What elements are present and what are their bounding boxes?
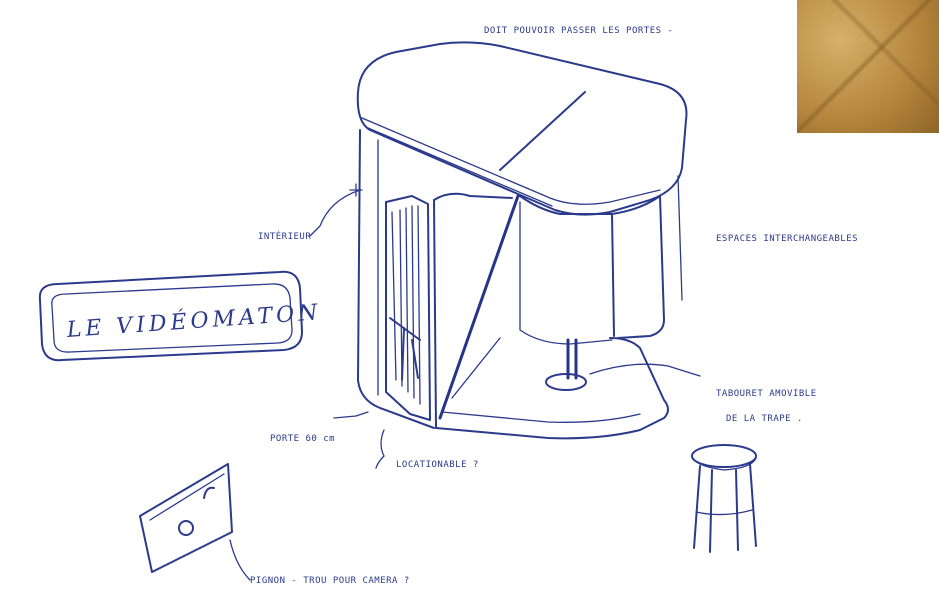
booth-body	[310, 42, 700, 468]
annotation-stool-line1: TABOURET AMOVIBLE	[716, 389, 817, 399]
annotation-stool-line2: DE LA TRAPE .	[726, 414, 803, 424]
floor-tile-photo	[797, 0, 939, 133]
annotation-left: INTÉRIEUR	[258, 232, 311, 242]
annotation-camera: PIGNON - TROU POUR CAMERA ?	[250, 576, 410, 586]
annotation-door-question: LOCATIONABLE ?	[396, 460, 479, 470]
annotation-top: DOIT POUVOIR PASSER LES PORTES -	[484, 26, 673, 36]
annotation-right: ESPACES INTERCHANGEABLES	[716, 234, 858, 244]
stool-sketch	[692, 445, 756, 552]
annotation-door: PORTE 60 cm	[270, 434, 335, 444]
camera-panel-sketch	[140, 464, 250, 580]
